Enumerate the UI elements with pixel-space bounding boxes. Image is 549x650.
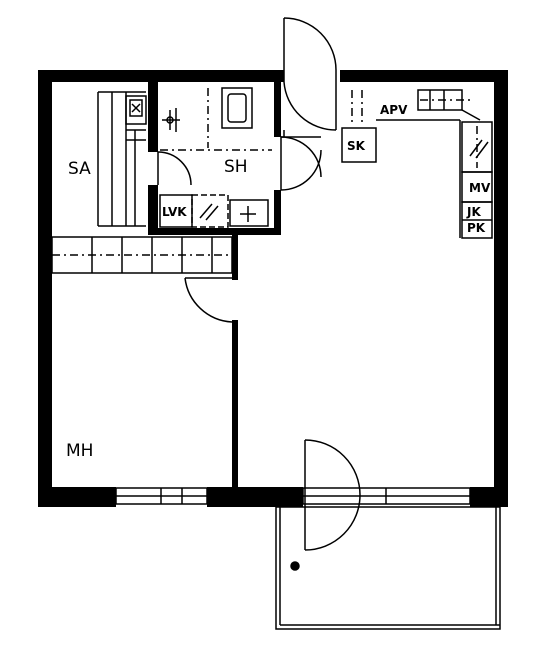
corridor-closets (51, 236, 233, 274)
bedroom-door-swing (184, 277, 233, 323)
label-storage-closet: SK (347, 139, 366, 153)
sauna-benches (97, 91, 146, 227)
drying-cabinet (159, 194, 269, 228)
bathroom-door-swing (280, 136, 322, 191)
exterior-walls (38, 70, 508, 507)
room-label-sauna: SA (68, 159, 91, 179)
room-label-bathroom: SH (224, 157, 248, 177)
bathroom-fixtures (160, 87, 272, 151)
label-drying-cabinet: LVK (162, 205, 187, 219)
label-freezer: JK (466, 205, 481, 219)
interior-walls (148, 82, 281, 487)
label-cooler: MV (469, 181, 491, 195)
balcony-door-swing (304, 439, 361, 551)
sauna-door-swing (157, 151, 192, 186)
label-dishwasher: APV (380, 103, 408, 117)
label-chest-freezer: PK (467, 221, 486, 235)
entry-door-swing (283, 17, 337, 137)
sauna-stove-icon (125, 95, 147, 125)
balcony (275, 506, 501, 630)
bottom-windows (115, 487, 471, 505)
room-label-bedroom: MH (66, 441, 93, 461)
kitchen-counter (341, 89, 493, 239)
